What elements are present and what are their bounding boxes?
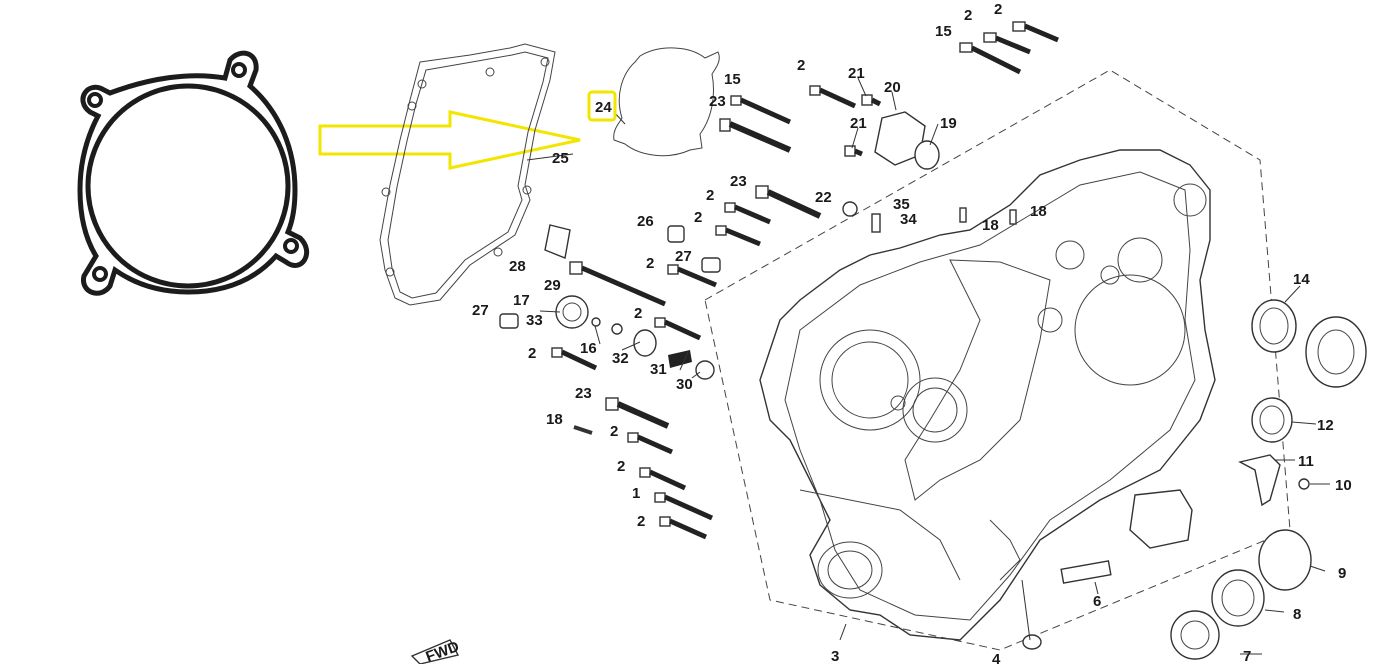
bolt	[983, 32, 1031, 55]
label-2: 2	[634, 305, 642, 322]
label-18: 18	[546, 411, 563, 428]
label-23: 23	[709, 93, 726, 110]
label-15: 15	[935, 23, 952, 40]
highlight-arrow	[318, 110, 581, 170]
assembly-outline	[704, 69, 1291, 651]
leader-lines	[526, 77, 1330, 655]
label-23: 23	[575, 385, 592, 402]
label-15: 15	[724, 71, 741, 88]
label-1: 1	[632, 485, 640, 502]
bolt	[959, 42, 1022, 75]
bolt	[659, 516, 708, 540]
bolt	[809, 85, 857, 109]
label-18: 18	[982, 217, 999, 234]
label-2: 2	[528, 345, 536, 362]
label-26: 26	[637, 213, 654, 230]
misc-parts	[410, 111, 1367, 664]
label-2: 2	[964, 7, 972, 24]
label-28: 28	[509, 258, 526, 275]
label-16: 16	[580, 340, 597, 357]
crankcase-half	[759, 149, 1216, 641]
bolt	[573, 425, 593, 435]
label-2: 2	[797, 57, 805, 74]
bolt	[667, 264, 717, 288]
label-14: 14	[1293, 271, 1310, 288]
label-8: 8	[1293, 606, 1301, 623]
bolt	[569, 261, 666, 307]
bolt	[1012, 21, 1059, 43]
label-2: 2	[610, 423, 618, 440]
label-12: 12	[1317, 417, 1334, 434]
label-2: 2	[637, 513, 645, 530]
label-20: 20	[884, 79, 901, 96]
bolt	[654, 492, 714, 521]
bolt	[639, 467, 687, 491]
label-25: 25	[552, 150, 569, 167]
label-31: 31	[650, 361, 667, 378]
label-29: 29	[544, 277, 561, 294]
label-24: 24	[595, 99, 612, 116]
bolt	[844, 145, 863, 157]
label-19: 19	[940, 115, 957, 132]
label-21: 21	[848, 65, 865, 82]
label-32: 32	[612, 350, 629, 367]
label-2: 2	[617, 458, 625, 475]
label-2: 2	[694, 209, 702, 226]
label-10: 10	[1335, 477, 1352, 494]
label-27: 27	[675, 248, 692, 265]
label-6: 6	[1093, 593, 1101, 610]
label-2: 2	[994, 1, 1002, 18]
highlight-box-24	[587, 90, 617, 122]
label-17: 17	[513, 292, 530, 309]
gasket-24	[613, 47, 720, 157]
bolt	[861, 94, 882, 107]
bolt	[605, 397, 670, 429]
label-21: 21	[850, 115, 867, 132]
label-30: 30	[676, 376, 693, 393]
label-9: 9	[1338, 565, 1346, 582]
label-27: 27	[472, 302, 489, 319]
cover-gasket-25	[379, 43, 556, 306]
bolt	[724, 202, 771, 225]
bolt	[719, 118, 792, 153]
bolt	[730, 95, 792, 125]
bolt	[755, 185, 822, 219]
label-fwd: FWD	[424, 638, 462, 664]
label-4: 4	[992, 651, 1001, 664]
label-2: 2	[646, 255, 654, 272]
label-22: 22	[815, 189, 832, 206]
label-2: 2	[706, 187, 714, 204]
label-23: 23	[730, 173, 747, 190]
gasket-detail	[77, 50, 310, 296]
label-34: 34	[900, 211, 917, 228]
bolts	[551, 21, 1059, 540]
bolt	[627, 432, 674, 455]
label-3: 3	[831, 648, 839, 664]
bolt	[715, 225, 761, 247]
label-35: 35	[893, 196, 910, 213]
bolt	[654, 317, 702, 341]
label-7: 7	[1243, 648, 1251, 664]
label-18: 18	[1030, 203, 1047, 220]
bolt	[551, 347, 598, 371]
label-11: 11	[1298, 453, 1314, 470]
label-33: 33	[526, 312, 543, 329]
